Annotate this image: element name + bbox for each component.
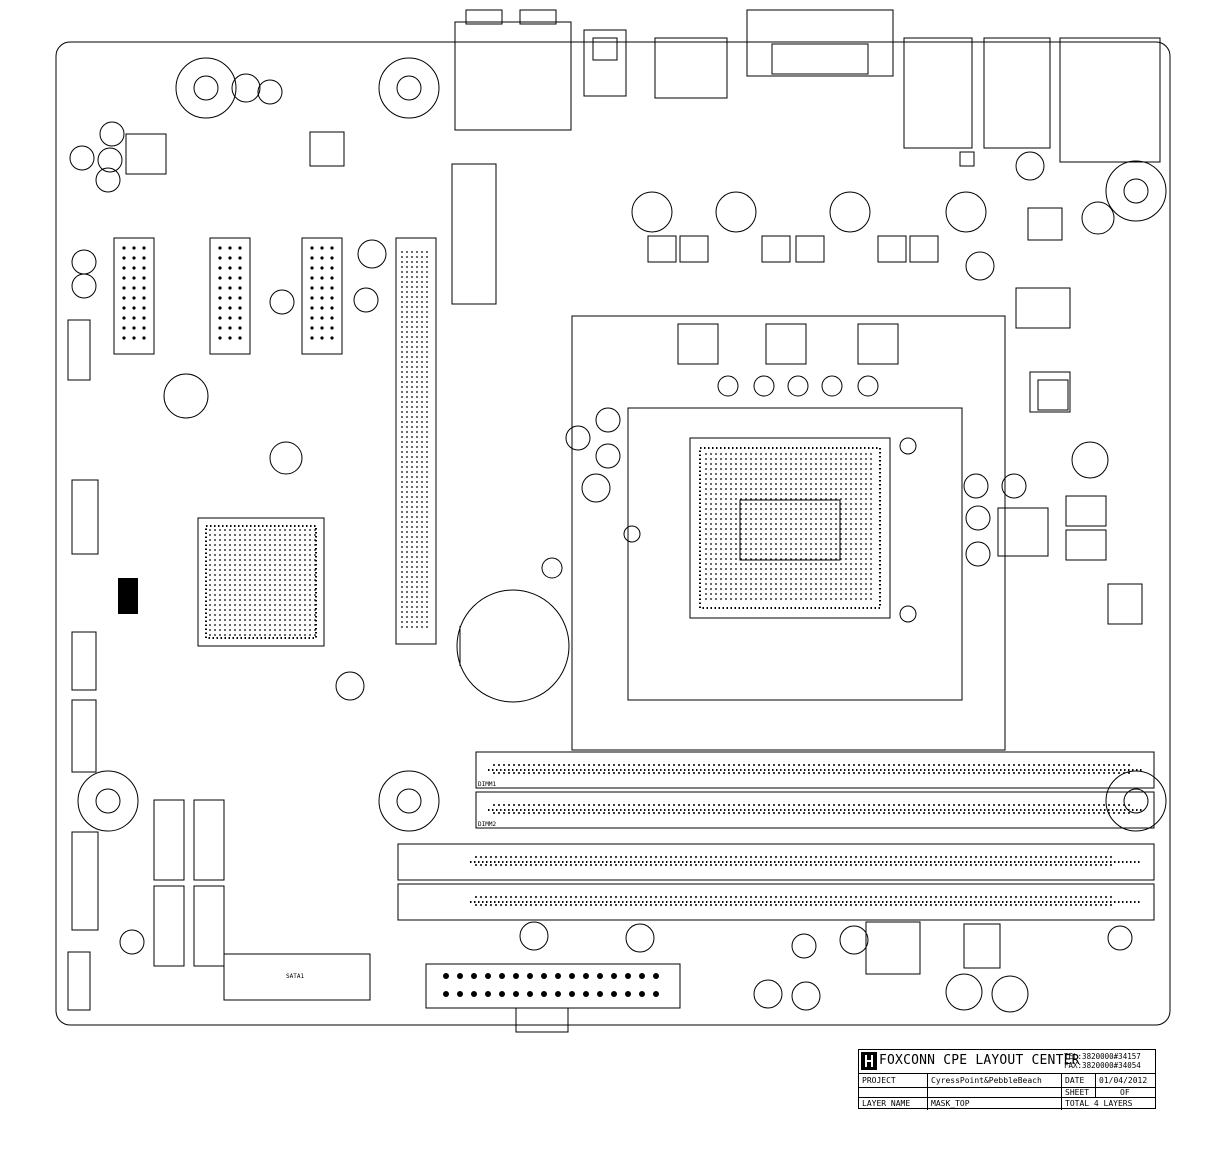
total-layers: TOTAL 4 LAYERS bbox=[1061, 1098, 1157, 1110]
sheet-label: SHEET bbox=[1061, 1088, 1095, 1097]
mini-pcie-slot bbox=[451, 163, 497, 305]
small-components bbox=[118, 131, 1071, 614]
foxconn-logo-icon bbox=[861, 1052, 877, 1070]
chipset-bga bbox=[197, 517, 325, 647]
date-label: DATE bbox=[1061, 1074, 1095, 1087]
date-value: 01/04/2012 bbox=[1095, 1074, 1157, 1087]
dimm-slots bbox=[475, 751, 1155, 829]
project-name: CyressPoint&PebbleBeach bbox=[927, 1074, 1061, 1087]
left-connector-blocks bbox=[67, 237, 343, 1011]
fax: FAX:3820000#34054 bbox=[1064, 1061, 1141, 1070]
tel: TEL:3820000#34157 bbox=[1064, 1052, 1141, 1061]
layer-name-label: LAYER NAME bbox=[862, 1099, 911, 1108]
rear-io-connectors bbox=[454, 9, 1161, 163]
sata-label: SATA1 bbox=[286, 973, 304, 980]
layer-name-value: MASK_TOP bbox=[927, 1098, 1061, 1110]
capacitors bbox=[69, 73, 1133, 1013]
mounting-holes bbox=[77, 57, 1167, 832]
cpu-socket bbox=[571, 315, 1006, 751]
company-name: FOXCONN CPE LAYOUT CENTER bbox=[879, 1053, 1080, 1068]
title-block: FOXCONN CPE LAYOUT CENTER TEL:3820000#34… bbox=[858, 1049, 1157, 1110]
board-outline bbox=[55, 41, 1171, 1026]
dimm1-label: DIMM1 bbox=[478, 781, 496, 788]
vrm-components bbox=[631, 191, 1143, 625]
project-label: PROJECT bbox=[862, 1076, 896, 1085]
battery bbox=[456, 589, 570, 703]
dimm2-label: DIMM2 bbox=[478, 821, 496, 828]
vertical-header-connector bbox=[395, 237, 437, 645]
pin-fields bbox=[122, 246, 1130, 997]
pcie-slots bbox=[397, 843, 1155, 921]
of-label: OF bbox=[1095, 1088, 1157, 1097]
bottom-connectors bbox=[223, 921, 1001, 1033]
